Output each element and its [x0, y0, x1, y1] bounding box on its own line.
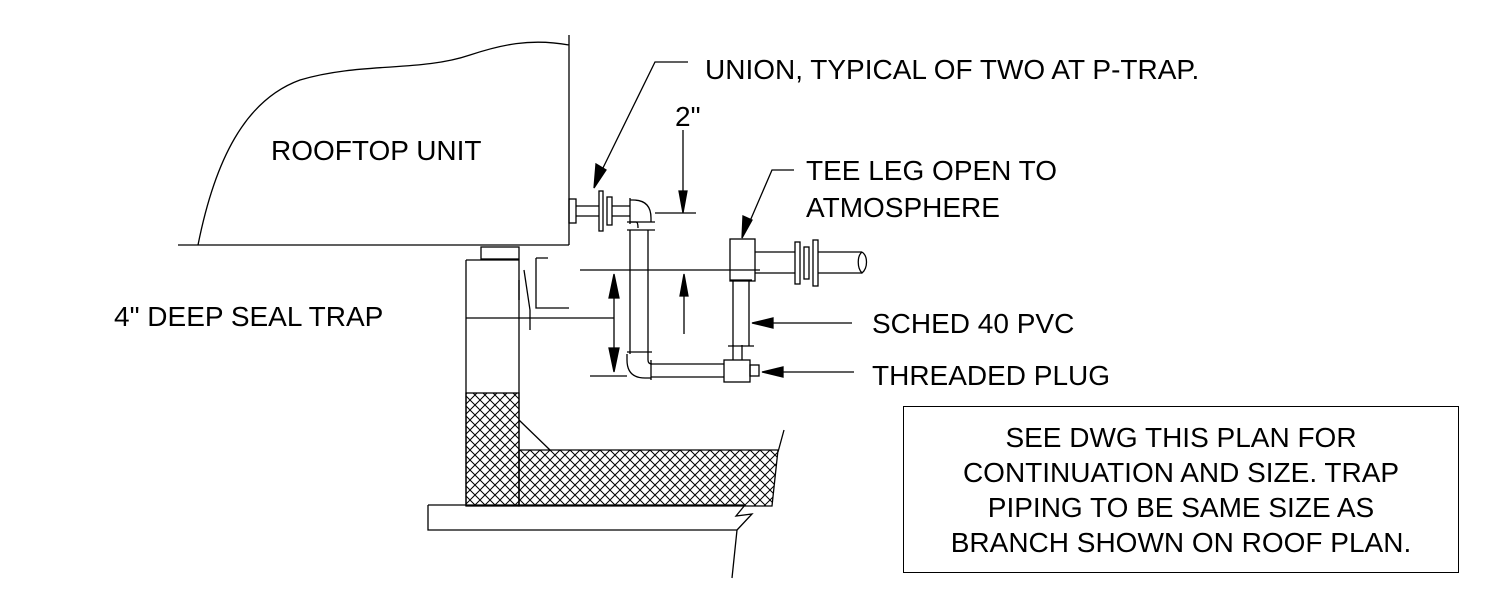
- tee-leg-label-line1: TEE LEG OPEN TO: [806, 155, 1057, 186]
- tee-top: [729, 238, 756, 282]
- elbow-top: [629, 198, 652, 229]
- pipe-horizontal-bottom: [651, 363, 724, 378]
- dimension-2in: [655, 130, 696, 214]
- threaded-plug-label: THREADED PLUG: [872, 360, 1110, 391]
- union-upper: [598, 190, 604, 232]
- note-line: CONTINUATION AND SIZE. TRAP: [962, 456, 1400, 488]
- dimension-2in-label: 2": [675, 101, 701, 132]
- break-line: [731, 429, 785, 579]
- insulation-horizontal: [518, 449, 779, 507]
- pipe-vertical-right: [732, 280, 750, 346]
- rooftop-unit-label: ROOFTOP UNIT: [271, 135, 482, 166]
- union-label: UNION, TYPICAL OF TWO AT P-TRAP.: [705, 54, 1199, 85]
- union-lower: [794, 241, 801, 285]
- general-note-box: SEE DWG THIS PLAN FOR CONTINUATION AND S…: [903, 406, 1459, 573]
- elbow-bottom: [626, 354, 653, 379]
- insulation-vertical: [465, 392, 520, 507]
- sched40-pvc-label: SCHED 40 PVC: [872, 308, 1074, 339]
- curb-counterflashing: [535, 257, 569, 309]
- deep-seal-trap-label: 4" DEEP SEAL TRAP: [114, 301, 383, 332]
- note-line: BRANCH SHOWN ON ROOF PLAN.: [950, 526, 1412, 558]
- note-line: SEE DWG THIS PLAN FOR: [1005, 421, 1357, 453]
- threaded-plug: [749, 364, 760, 377]
- leader-tee: [746, 169, 794, 229]
- leader-union: [599, 61, 688, 175]
- curb-cap: [480, 246, 520, 260]
- roof-deck: [427, 504, 754, 531]
- tee-bottom: [723, 359, 751, 383]
- tee-leg-label-line2: ATMOSPHERE: [806, 192, 1000, 223]
- pipe-vertical-left: [629, 230, 649, 354]
- note-line: PIPING TO BE SAME SIZE AS: [987, 491, 1375, 523]
